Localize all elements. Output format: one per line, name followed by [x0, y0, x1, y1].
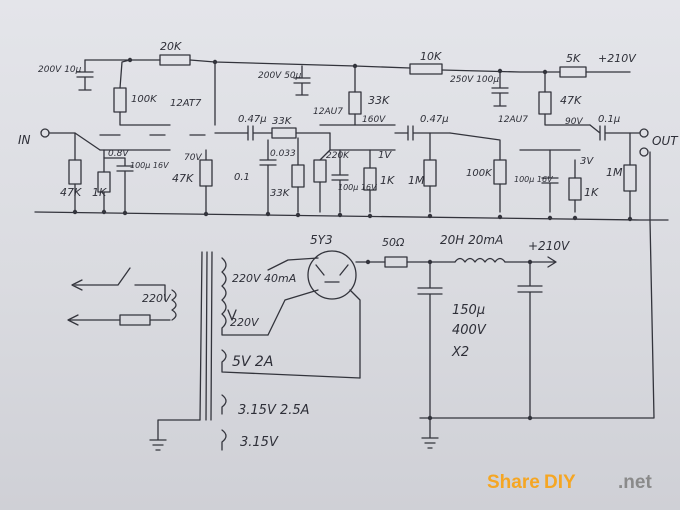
label-r-100k-top: 100K — [131, 94, 158, 105]
output-jack-hot — [639, 128, 649, 138]
label-3v: 3V — [580, 156, 594, 167]
label-r-47k-in: 47K — [60, 186, 82, 199]
input-section — [40, 128, 213, 213]
label-c-100u-16v: 100μ 16V — [338, 183, 377, 192]
label-c-16v-100u: 100μ 16V — [130, 161, 169, 170]
choke-20h — [454, 257, 506, 263]
label-160v: 160V — [362, 115, 386, 125]
resistor-10k — [409, 63, 443, 75]
cathode-bypass-cap — [103, 157, 134, 213]
label-output: OUT — [652, 134, 679, 148]
filter-cap-100u — [491, 70, 509, 107]
label-tube-12au7-a: 12AU7 — [313, 107, 343, 117]
labels: IN OUT 20K 10K 5K +210V 200V 10μ 200V 50… — [18, 40, 679, 450]
ground-rail — [34, 151, 669, 419]
label-r-1k-in: 1K — [92, 186, 107, 199]
plate-resistor-100k — [113, 59, 171, 126]
label-fil-315-b: 3.15V — [240, 435, 279, 450]
label-r-20k: 20K — [160, 40, 182, 53]
label-choke: 20H 20mA — [440, 233, 503, 247]
resistor-50-ohm — [384, 256, 408, 268]
plate-resistor-33k — [319, 65, 396, 126]
label-c-047-b: 0.47μ — [420, 114, 449, 125]
output-jack-gnd — [639, 147, 649, 157]
label-rectifier: 5Y3 — [310, 233, 333, 247]
label-r-100k-b: 100K — [466, 168, 493, 179]
label-r-1k: 1K — [380, 174, 395, 187]
label-cap-value: 150μ — [452, 303, 485, 318]
label-b-plus-top: +210V — [598, 52, 637, 65]
plate-resistor-47k — [538, 71, 591, 126]
reservoir-caps — [417, 261, 543, 449]
filter-cap-10u — [76, 59, 94, 91]
label-r-10k: 10K — [420, 50, 442, 63]
coupling-network-a — [214, 125, 331, 141]
label-1v: 1V — [378, 150, 392, 161]
label-r-1k-b: 1K — [584, 186, 599, 199]
label-r-220k: 220K — [326, 151, 350, 161]
label-r-33k-c: 33K — [270, 188, 291, 199]
resistor-5k — [559, 66, 587, 78]
grid-resistor-47k — [199, 159, 213, 187]
label-fil-5v: 5V 2A — [232, 354, 273, 370]
label-fil-315-a: 3.15V 2.5A — [238, 403, 310, 418]
label-r-5k: 5K — [566, 52, 581, 65]
input-resistor-47k — [68, 159, 82, 185]
label-pri-220v: 220V — [142, 292, 172, 305]
output-cap — [589, 124, 649, 157]
label-r-33k-b: 33K — [272, 116, 293, 127]
watermark-logo: Share DIY .net — [487, 472, 652, 493]
tube-12at7 — [99, 61, 216, 151]
rectifier-5y3 — [267, 250, 557, 379]
label-r-50: 50Ω — [382, 236, 405, 249]
watermark-share: Share — [487, 472, 540, 493]
power-transformer — [149, 251, 361, 451]
label-sec-hv-b: 220V — [230, 316, 260, 329]
label-r-1m: 1M — [408, 174, 425, 187]
label-c-01: 0.1μ — [598, 114, 620, 125]
label-70v: 70V — [184, 153, 202, 163]
label-c-100u: 250V 100μ — [450, 75, 499, 85]
label-c-01-b: 0.1 — [234, 172, 250, 183]
label-c-50u: 200V 50μ — [258, 71, 302, 81]
mid-stage — [259, 132, 437, 213]
resistor-20k — [159, 54, 191, 66]
label-c-047-a: 0.47μ — [238, 114, 267, 125]
label-r-47k-grid: 47K — [172, 172, 194, 185]
coupling-cap-b — [394, 125, 451, 141]
label-08v: 0.8V — [108, 149, 129, 159]
right-stage — [449, 132, 637, 219]
b-plus-rail — [84, 54, 631, 78]
label-r-1m-out: 1M — [606, 166, 623, 179]
label-sec-hv: 220V 40mA — [232, 272, 296, 285]
label-input: IN — [18, 133, 31, 147]
label-tube-12at7: 12AT7 — [170, 98, 202, 109]
mains-input — [67, 267, 177, 326]
label-r-33k: 33K — [368, 94, 390, 107]
watermark-net: .net — [618, 472, 652, 493]
label-tube-12au7-b: 12AU7 — [498, 115, 528, 125]
filter-cap-50u — [293, 65, 311, 96]
input-jack — [40, 128, 50, 138]
watermark-diy: DIY — [544, 472, 576, 493]
label-c-0033: 0.033 — [270, 149, 296, 159]
label-90v: 90V — [565, 117, 583, 127]
label-c-10u: 200V 10μ — [38, 65, 82, 75]
label-ps-b-plus: +210V — [528, 239, 570, 253]
chassis-ground-symbol — [149, 419, 201, 451]
label-r-47k-top: 47K — [560, 94, 582, 107]
label-cap-qty: X2 — [451, 345, 469, 360]
label-cap-voltage: 400V — [452, 323, 487, 338]
label-c-100u-16v-b: 100μ 16V — [514, 175, 553, 184]
